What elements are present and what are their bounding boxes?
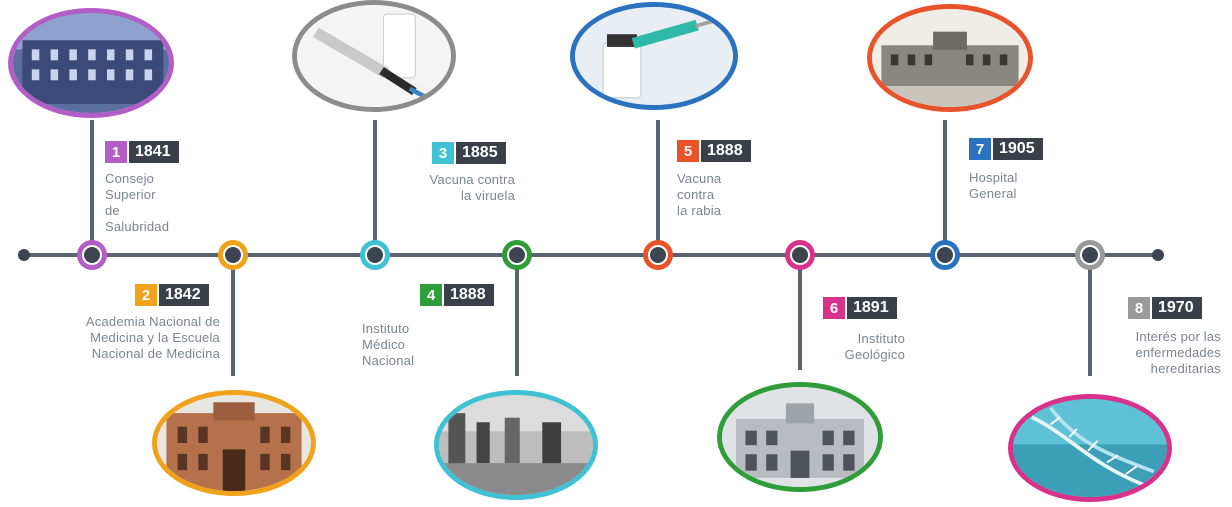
event-number: 4 bbox=[420, 284, 442, 306]
timeline-node-center bbox=[84, 247, 100, 263]
event-year: 1970 bbox=[1152, 297, 1202, 319]
timeline-end-dot bbox=[1152, 249, 1164, 261]
event-year: 1842 bbox=[159, 284, 209, 306]
event-photo bbox=[570, 2, 738, 110]
event-badge: 4 1888 bbox=[420, 284, 494, 306]
hospital-photo-icon bbox=[872, 9, 1028, 107]
event-number: 3 bbox=[432, 142, 454, 164]
event-number: 6 bbox=[823, 297, 845, 319]
event-description: Consejo Superior de Salubridad bbox=[105, 171, 170, 234]
event-badge: 8 1970 bbox=[1128, 297, 1202, 319]
timeline-node-center bbox=[937, 247, 953, 263]
event-description: Hospital General bbox=[969, 170, 1018, 201]
building-photo-icon bbox=[157, 395, 311, 491]
timeline-node-center bbox=[225, 247, 241, 263]
event-year: 1891 bbox=[847, 297, 897, 319]
timeline-node-center bbox=[650, 247, 666, 263]
event-year: 1888 bbox=[701, 140, 751, 162]
event-description: Interés por las enfermedades hereditaria… bbox=[1135, 329, 1221, 376]
dna-photo-icon bbox=[1013, 399, 1167, 497]
event-year: 1905 bbox=[993, 138, 1043, 160]
event-badge: 5 1888 bbox=[677, 140, 751, 162]
event-badge: 2 1842 bbox=[135, 284, 209, 306]
event-badge: 7 1905 bbox=[969, 138, 1043, 160]
event-number: 1 bbox=[105, 141, 127, 163]
event-badge: 6 1891 bbox=[823, 297, 897, 319]
event-year: 1885 bbox=[456, 142, 506, 164]
syringe-photo-icon bbox=[297, 5, 451, 107]
event-description: Instituto Geológico bbox=[844, 331, 905, 362]
event-photo bbox=[717, 382, 883, 492]
event-description: Instituto Médico Nacional bbox=[362, 321, 415, 368]
event-year: 1841 bbox=[129, 141, 179, 163]
timeline-node-center bbox=[509, 247, 525, 263]
event-photo bbox=[152, 390, 316, 496]
building-photo-icon bbox=[722, 387, 878, 487]
event-badge: 1 1841 bbox=[105, 141, 179, 163]
vaccine-vial-photo-icon bbox=[575, 7, 733, 105]
timeline-node-center bbox=[367, 247, 383, 263]
event-number: 8 bbox=[1128, 297, 1150, 319]
event-photo bbox=[8, 8, 174, 118]
timeline-node-center bbox=[792, 247, 808, 263]
event-photo bbox=[1008, 394, 1172, 502]
event-year: 1888 bbox=[444, 284, 494, 306]
event-photo bbox=[867, 4, 1033, 112]
event-badge: 3 1885 bbox=[432, 142, 506, 164]
event-number: 2 bbox=[135, 284, 157, 306]
event-number: 7 bbox=[969, 138, 991, 160]
event-number: 5 bbox=[677, 140, 699, 162]
event-photo bbox=[292, 0, 456, 112]
event-description: Vacuna contra la viruela bbox=[429, 172, 515, 203]
event-description: Vacuna contra la rabia bbox=[677, 171, 722, 218]
timeline-start-dot bbox=[18, 249, 30, 261]
laboratory-photo-icon bbox=[439, 395, 593, 495]
timeline-node-center bbox=[1082, 247, 1098, 263]
event-photo bbox=[434, 390, 598, 500]
building-photo-icon bbox=[13, 13, 169, 113]
event-description: Academia Nacional de Medicina y la Escue… bbox=[85, 314, 220, 361]
